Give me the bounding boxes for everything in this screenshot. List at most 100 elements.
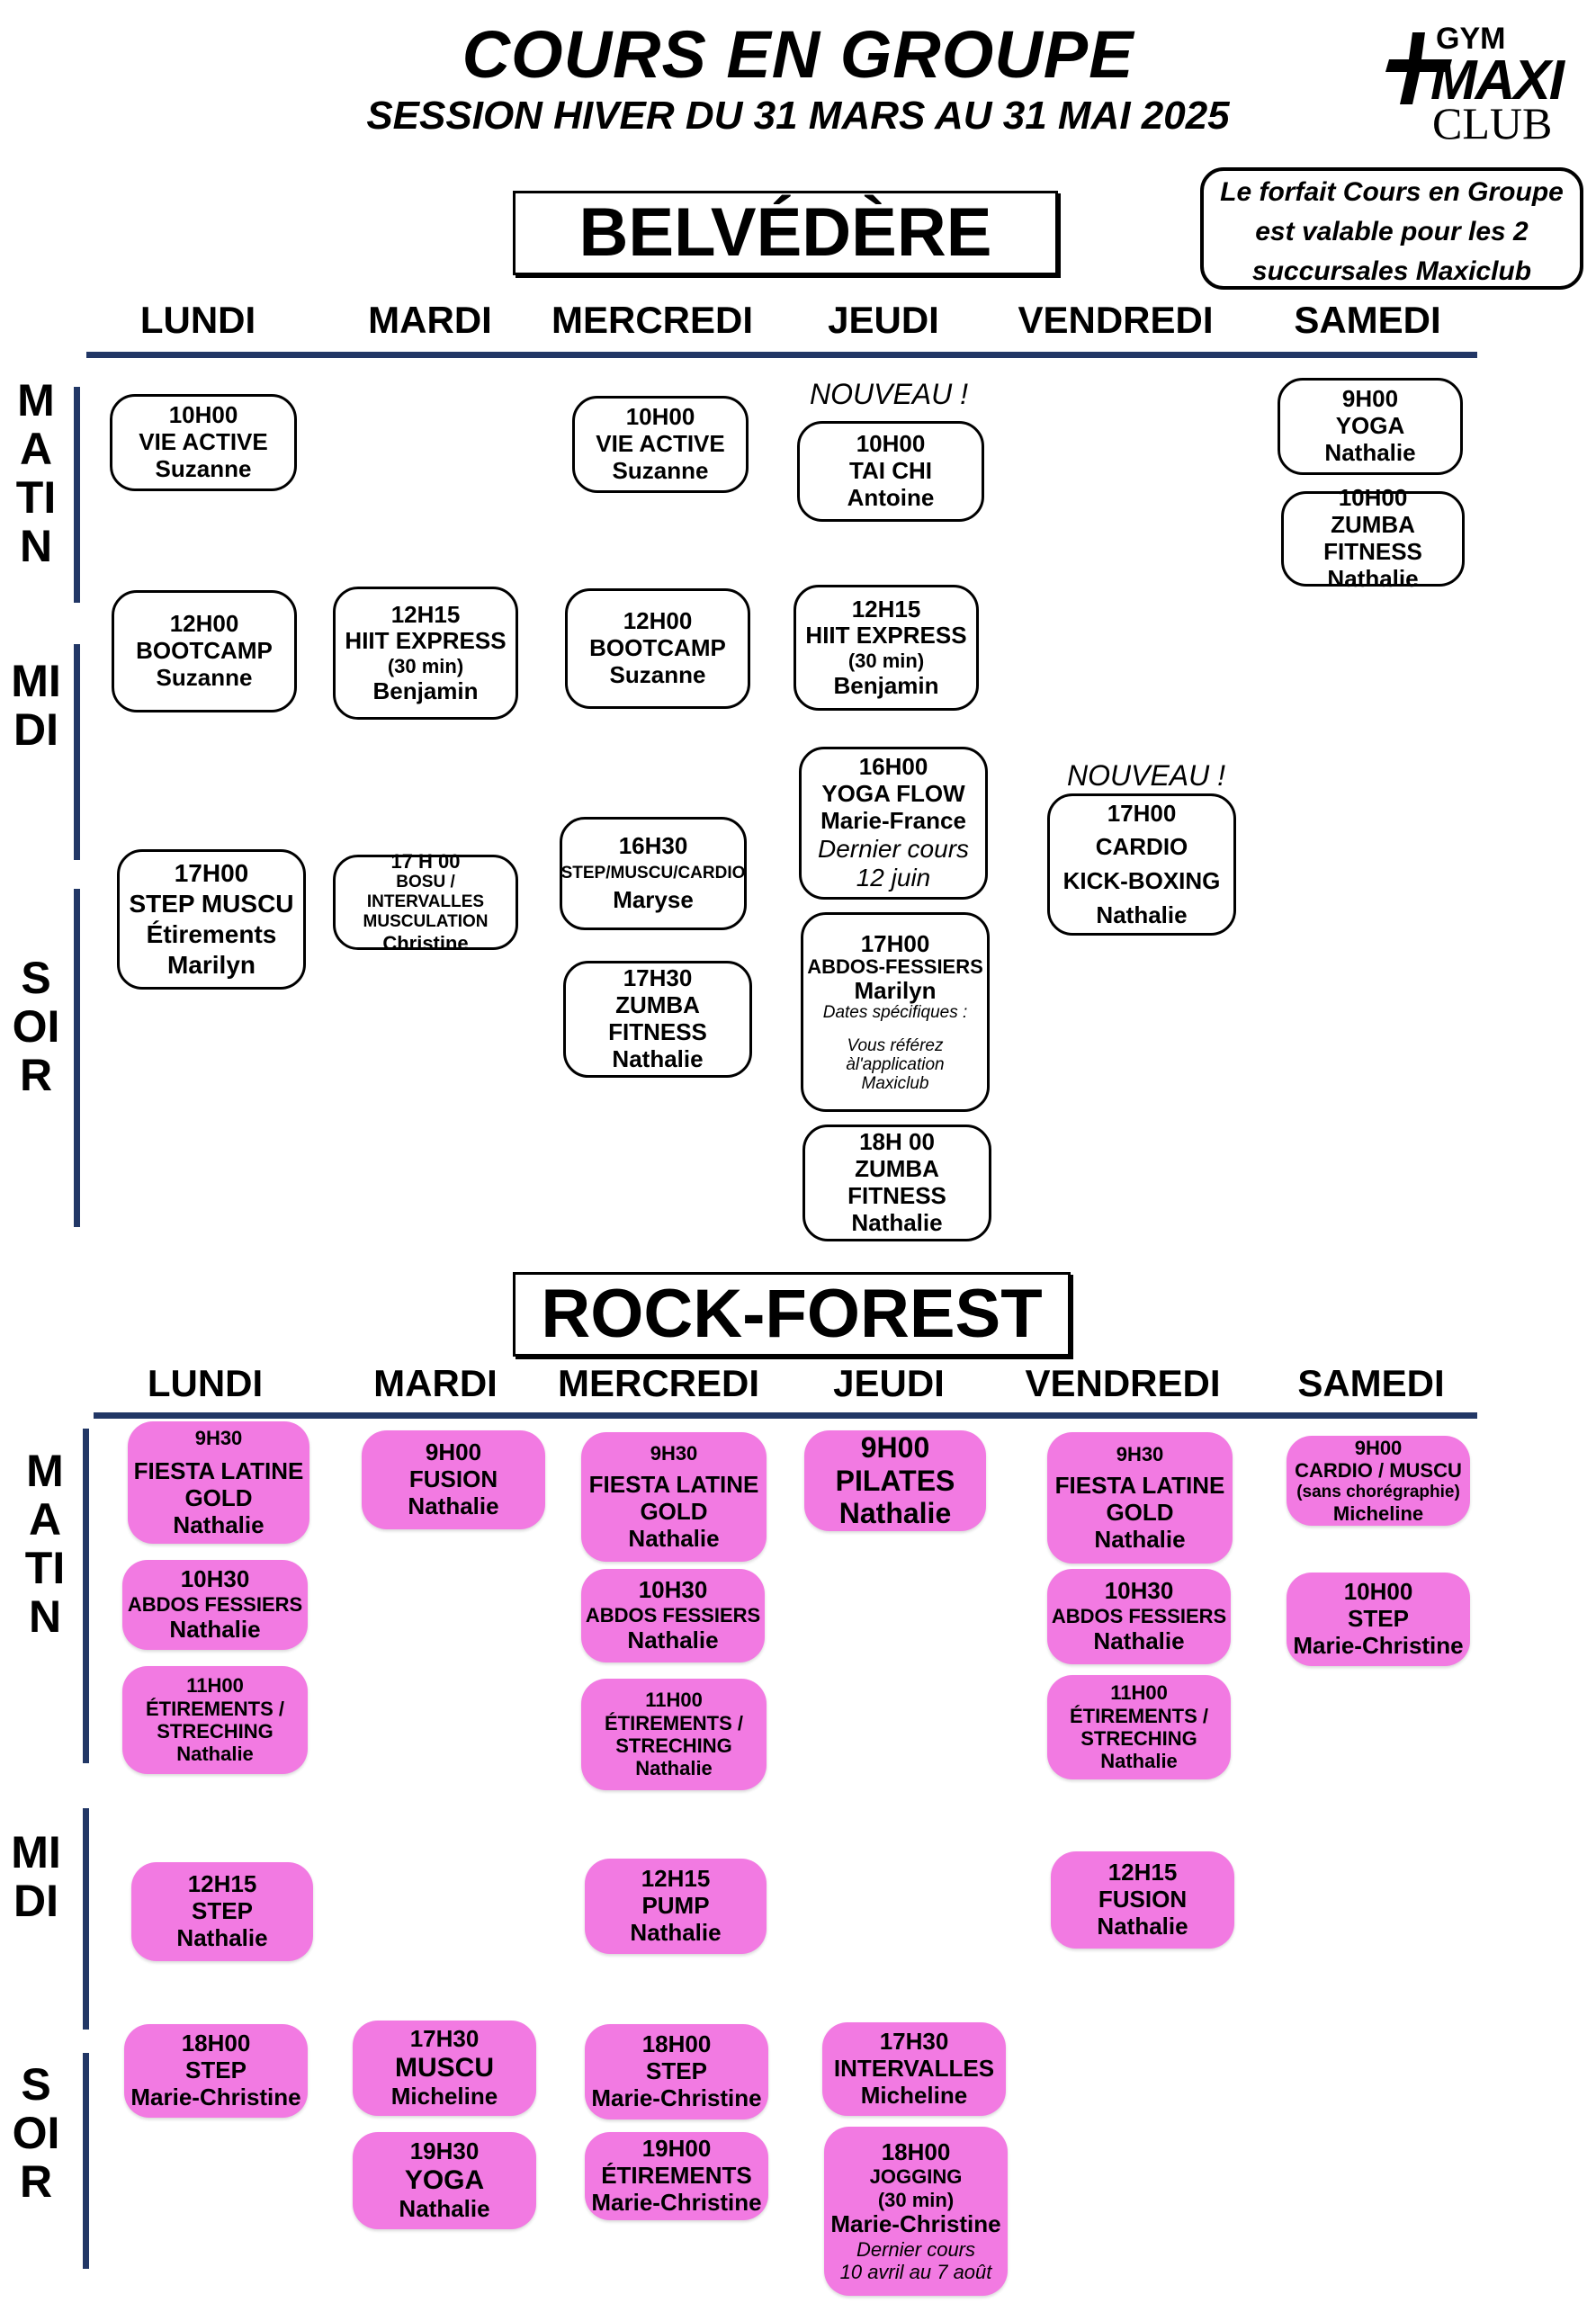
class-card[interactable]: 10H00 TAI CHI Antoine [797, 421, 984, 522]
class-card[interactable]: 12H00 BOOTCAMP Suzanne [112, 590, 297, 712]
class-time: 12H15 [641, 1865, 711, 1893]
period-label: SOIR [12, 953, 60, 1100]
class-card[interactable]: 11H00 ÉTIREMENTS / STRECHING Nathalie [581, 1679, 767, 1790]
class-time: 17H00 [860, 929, 930, 957]
class-card[interactable]: 9H30 FIESTA LATINE GOLD Nathalie [581, 1432, 767, 1562]
class-card[interactable]: 11H00 ÉTIREMENTS / STRECHING Nathalie [1047, 1675, 1231, 1779]
class-time: 10H00 [625, 403, 695, 431]
class-name: FIESTA LATINE [588, 1470, 759, 1498]
class-instructor: Nathalie [627, 1626, 719, 1653]
class-time: 11H00 [645, 1689, 703, 1712]
class-card[interactable]: 9H00 CARDIO / MUSCU (sans chorégraphie) … [1287, 1436, 1470, 1526]
class-card[interactable]: 16H30 STEP/MUSCU/CARDIO Maryse [560, 817, 747, 930]
class-card[interactable]: 10H30 ABDOS FESSIERS Nathalie [1047, 1569, 1231, 1664]
class-instructor: Nathalie [612, 1044, 704, 1072]
class-instructor: Marie-Christine [1293, 1631, 1464, 1659]
class-instructor: Nathalie [173, 1510, 265, 1538]
class-card[interactable]: 10H00 VIE ACTIVE Suzanne [572, 396, 749, 493]
class-instructor: Marilyn [854, 977, 937, 1005]
class-card[interactable]: 18H 00 ZUMBA FITNESS Nathalie [802, 1125, 991, 1241]
class-card[interactable]: 9H00 YOGA Nathalie [1278, 378, 1463, 475]
class-card[interactable]: 18H00 JOGGING (30 min) Marie-Christine D… [824, 2127, 1008, 2296]
belvedere-matin-rule [74, 387, 80, 603]
class-card[interactable]: 17H00 CARDIO KICK-BOXING Nathalie [1047, 793, 1236, 936]
class-name: ZUMBA FITNESS [608, 991, 707, 1045]
note-line: succursales Maxiclub [1251, 256, 1532, 286]
class-instructor: Antoine [847, 483, 935, 511]
class-card[interactable]: 10H00 STEP Marie-Christine [1287, 1573, 1470, 1666]
class-instructor: Marie-Christine [591, 2188, 762, 2216]
logo-gym-text: GYM [1436, 22, 1506, 56]
class-card[interactable]: 9H00 FUSION Nathalie [362, 1430, 545, 1529]
logo-maxi-text: MAXI [1430, 49, 1565, 112]
class-card[interactable]: 10H30 ABDOS FESSIERS Nathalie [122, 1560, 308, 1650]
class-time: 17H00 [174, 858, 249, 887]
class-card[interactable]: 9H30 FIESTA LATINE GOLD Nathalie [1047, 1432, 1233, 1564]
class-card[interactable]: 12H15 STEP Nathalie [131, 1862, 313, 1961]
class-name: GOLD [640, 1497, 708, 1525]
class-time: 10H00 [856, 430, 926, 458]
class-card[interactable]: 12H15 HIIT EXPRESS (30 min) Benjamin [333, 587, 518, 720]
class-card[interactable]: 10H00 ZUMBA FITNESS Nathalie [1281, 484, 1465, 592]
class-time: 16H30 [618, 832, 688, 860]
class-name: ABDOS-FESSIERS [807, 955, 983, 979]
class-name: ABDOS FESSIERS [127, 1593, 303, 1617]
class-card[interactable]: 9H30 FIESTA LATINE GOLD Nathalie [128, 1421, 309, 1544]
class-name: HIIT EXPRESS [805, 622, 967, 650]
class-time: 10H30 [180, 1565, 250, 1593]
class-card[interactable]: 18H00 STEP Marie-Christine [124, 2024, 308, 2118]
class-instructor: Suzanne [156, 663, 253, 691]
belvedere-title: BELVÉDÈRE [513, 191, 1058, 275]
class-name: ÉTIREMENTS [601, 2162, 752, 2190]
class-name: ÉTIREMENTS / [604, 1711, 743, 1734]
class-card[interactable]: 19H30 YOGA Nathalie [353, 2132, 536, 2229]
class-card[interactable]: 12H00 BOOTCAMP Suzanne [565, 588, 750, 709]
class-instructor: Maryse [613, 885, 694, 913]
class-card[interactable]: 10H00 VIE ACTIVE Suzanne [110, 394, 297, 491]
period-label: MIDI [11, 656, 61, 755]
rockforest-period-soir: SOIR [9, 2060, 63, 2206]
class-instructor: Nathalie [1327, 564, 1419, 592]
class-instructor: Nathalie [176, 1743, 254, 1766]
rockforest-day-vendredi: VENDREDI [1025, 1362, 1221, 1404]
class-name: PILATES [835, 1464, 955, 1497]
class-time: 18H 00 [859, 1128, 935, 1156]
class-card[interactable]: 10H30 ABDOS FESSIERS Nathalie [581, 1569, 765, 1662]
class-card[interactable]: 9H00 PILATES Nathalie [804, 1430, 986, 1531]
class-name: GOLD [1106, 1498, 1174, 1526]
class-name: YOGA [404, 2164, 485, 2195]
class-card[interactable]: 19H00 ÉTIREMENTS Marie-Christine [585, 2132, 768, 2220]
class-time: 9H00 [1341, 385, 1399, 413]
class-instructor: Benjamin [372, 677, 479, 704]
class-time: 18H00 [881, 2137, 951, 2165]
period-label: SOIR [12, 2059, 60, 2207]
class-card[interactable]: 12H15 FUSION Nathalie [1051, 1851, 1234, 1949]
class-time: 9H00 [1354, 1437, 1403, 1460]
class-card[interactable]: 16H00 YOGA FLOW Marie-France Dernier cou… [799, 747, 988, 900]
class-time: 12H00 [623, 607, 693, 635]
class-instructor: Nathalie [408, 1492, 499, 1519]
class-time: 12H00 [169, 610, 239, 638]
class-card[interactable]: 17H00 ABDOS-FESSIERS Marilyn Dates spéci… [801, 912, 990, 1112]
class-instructor: Nathalie [1096, 901, 1188, 928]
class-card[interactable]: 18H00 STEP Marie-Christine [585, 2024, 768, 2119]
class-name: FIESTA LATINE [133, 1456, 304, 1484]
class-card[interactable]: 17H30 MUSCU Micheline [353, 2021, 536, 2116]
class-card[interactable]: 11H00 ÉTIREMENTS / STRECHING Nathalie [122, 1666, 308, 1774]
logo-club-text: CLUB [1432, 98, 1553, 148]
class-name: Étirements [146, 920, 277, 948]
class-name: FUSION [408, 1465, 498, 1493]
nouveau-label: NOUVEAU ! [810, 378, 969, 410]
class-note: 12 juin [856, 863, 931, 892]
class-card[interactable]: 12H15 PUMP Nathalie [585, 1859, 767, 1954]
class-card[interactable]: 17 H 00 BOSU / INTERVALLES MUSCULATION C… [333, 850, 518, 954]
class-card[interactable]: 12H15 HIIT EXPRESS (30 min) Benjamin [794, 585, 979, 711]
class-card[interactable]: 17H30 ZUMBA FITNESS Nathalie [563, 961, 752, 1078]
class-instructor: Nathalie [1097, 1912, 1188, 1940]
class-card[interactable]: 17H30 INTERVALLES Micheline [822, 2022, 1006, 2116]
class-instructor: Nathalie [1093, 1626, 1185, 1654]
class-instructor: Nathalie [628, 1524, 720, 1552]
class-card[interactable]: 17H00 STEP MUSCU Étirements Marilyn [117, 849, 306, 990]
rockforest-day-jeudi: JEUDI [833, 1362, 945, 1404]
rockforest-day-lundi: LUNDI [147, 1362, 264, 1404]
